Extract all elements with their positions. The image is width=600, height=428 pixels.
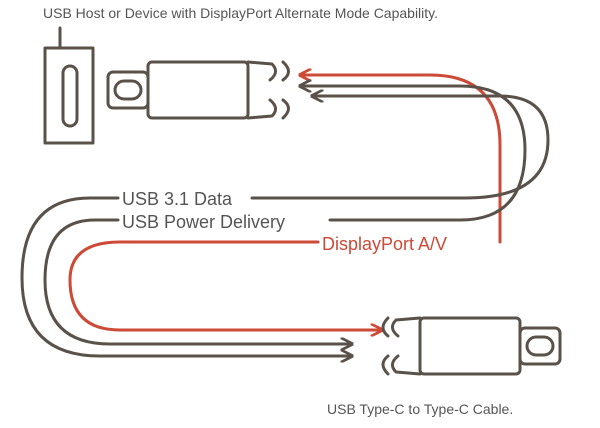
wire-usb-power-top (298, 86, 527, 222)
top-connector (106, 60, 290, 120)
bottom-caption: USB Type-C to Type-C Cable. (327, 401, 513, 417)
cable-wires (20, 75, 550, 356)
top-caption: USB Host or Device with DisplayPort Alte… (43, 5, 438, 21)
label-displayport: DisplayPort A/V (322, 234, 447, 254)
wire-usb-data-bottom (20, 196, 354, 356)
label-usb-data: USB 3.1 Data (122, 189, 233, 209)
host-receptacle (43, 26, 95, 145)
label-usb-power: USB Power Delivery (122, 212, 285, 232)
wire-usb-power-bottom (43, 218, 354, 344)
wire-displayport-bottom (68, 240, 384, 330)
bottom-connector (381, 316, 562, 376)
wire-usb-data-top (250, 96, 550, 200)
wire-displayport-top (298, 75, 502, 244)
